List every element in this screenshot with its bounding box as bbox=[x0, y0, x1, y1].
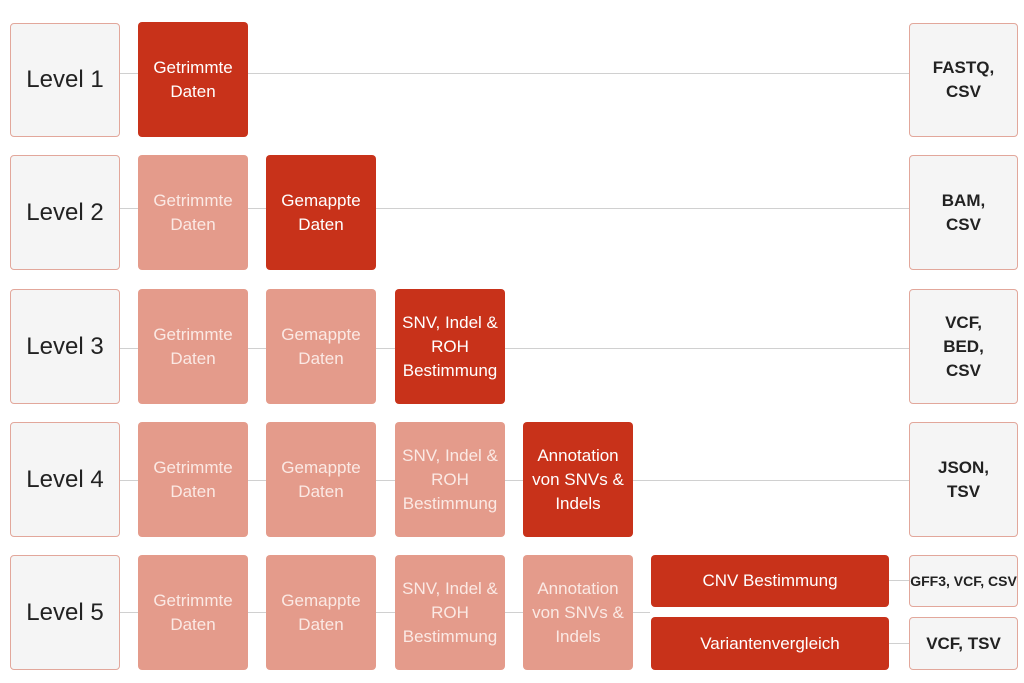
level-1-output-format: FASTQ, CSV bbox=[909, 23, 1018, 137]
level-5-step-snv-indel-roh: SNV, Indel & ROH Bestimmung bbox=[395, 555, 505, 670]
level-3-output-format: VCF, BED, CSV bbox=[909, 289, 1018, 404]
level-5-variant-output-format: VCF, TSV bbox=[909, 617, 1018, 670]
connector-cnv bbox=[888, 580, 910, 581]
level-4-output-format: JSON, TSV bbox=[909, 422, 1018, 537]
connector-level-2 bbox=[120, 208, 910, 209]
level-5-branch-variant-comparison: Variantenvergleich bbox=[651, 617, 889, 670]
level-3-step-trimmed-data: Getrimmte Daten bbox=[138, 289, 248, 404]
level-2-output-format: BAM, CSV bbox=[909, 155, 1018, 270]
level-5-cnv-output-format: GFF3, VCF, CSV bbox=[909, 555, 1018, 607]
level-5-step-annotation: Annotation von SNVs & Indels bbox=[523, 555, 633, 670]
connector-level-4 bbox=[120, 480, 910, 481]
level-3-step-mapped-data: Gemappte Daten bbox=[266, 289, 376, 404]
level-4-label: Level 4 bbox=[10, 422, 120, 537]
level-2-step-trimmed-data: Getrimmte Daten bbox=[138, 155, 248, 270]
level-4-step-mapped-data: Gemappte Daten bbox=[266, 422, 376, 537]
level-1-step-trimmed-data: Getrimmte Daten bbox=[138, 22, 248, 137]
level-5-step-mapped-data: Gemappte Daten bbox=[266, 555, 376, 670]
level-5-branch-cnv: CNV Bestimmung bbox=[651, 555, 889, 607]
level-2-label: Level 2 bbox=[10, 155, 120, 270]
level-5-label: Level 5 bbox=[10, 555, 120, 670]
connector-variant bbox=[888, 643, 910, 644]
connector-level-3 bbox=[120, 348, 910, 349]
connector-level-5 bbox=[120, 612, 650, 613]
level-4-step-snv-indel-roh: SNV, Indel & ROH Bestimmung bbox=[395, 422, 505, 537]
level-4-step-trimmed-data: Getrimmte Daten bbox=[138, 422, 248, 537]
level-2-step-mapped-data: Gemappte Daten bbox=[266, 155, 376, 270]
level-4-step-annotation: Annotation von SNVs & Indels bbox=[523, 422, 633, 537]
level-1-label: Level 1 bbox=[10, 23, 120, 137]
level-3-step-snv-indel-roh: SNV, Indel & ROH Bestimmung bbox=[395, 289, 505, 404]
connector-level-1 bbox=[120, 73, 910, 74]
level-3-label: Level 3 bbox=[10, 289, 120, 404]
level-5-step-trimmed-data: Getrimmte Daten bbox=[138, 555, 248, 670]
